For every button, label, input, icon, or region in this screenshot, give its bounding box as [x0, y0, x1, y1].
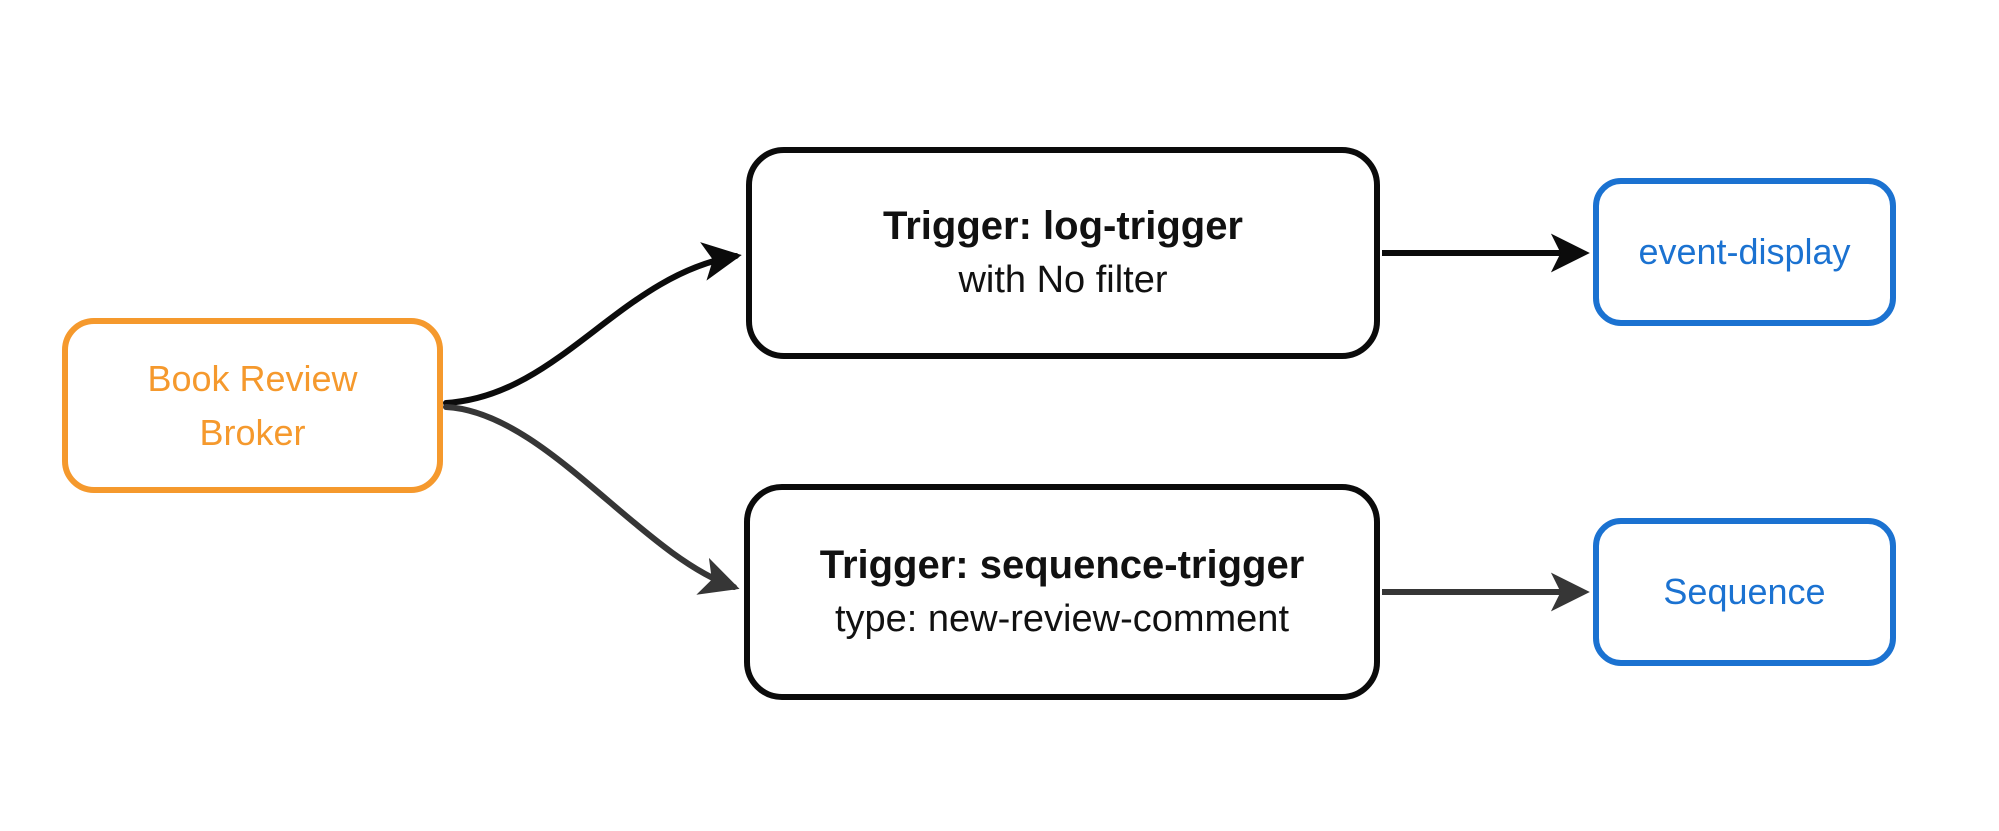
sequence-trigger-subtitle: type: new-review-comment: [834, 598, 1290, 641]
node-event-display: event-display: [1593, 178, 1896, 326]
log-trigger-subtitle: with No filter: [958, 259, 1168, 302]
node-log-trigger: Trigger: log-trigger with No filter: [746, 147, 1380, 359]
log-trigger-title: Trigger: log-trigger: [883, 204, 1243, 249]
edge-broker-to-log-trigger: [443, 242, 742, 406]
sequence-label: Sequence: [1663, 571, 1826, 612]
edge-broker-to-sequence-trigger: [443, 404, 740, 595]
node-sequence: Sequence: [1593, 518, 1896, 666]
broker-label: Book Review Broker: [147, 357, 358, 453]
sequence-trigger-title: Trigger: sequence-trigger: [819, 543, 1305, 588]
node-book-review-broker: Book Review Broker: [62, 318, 443, 493]
node-sequence-trigger: Trigger: sequence-trigger type: new-revi…: [744, 484, 1380, 700]
event-display-label: event-display: [1638, 231, 1851, 272]
